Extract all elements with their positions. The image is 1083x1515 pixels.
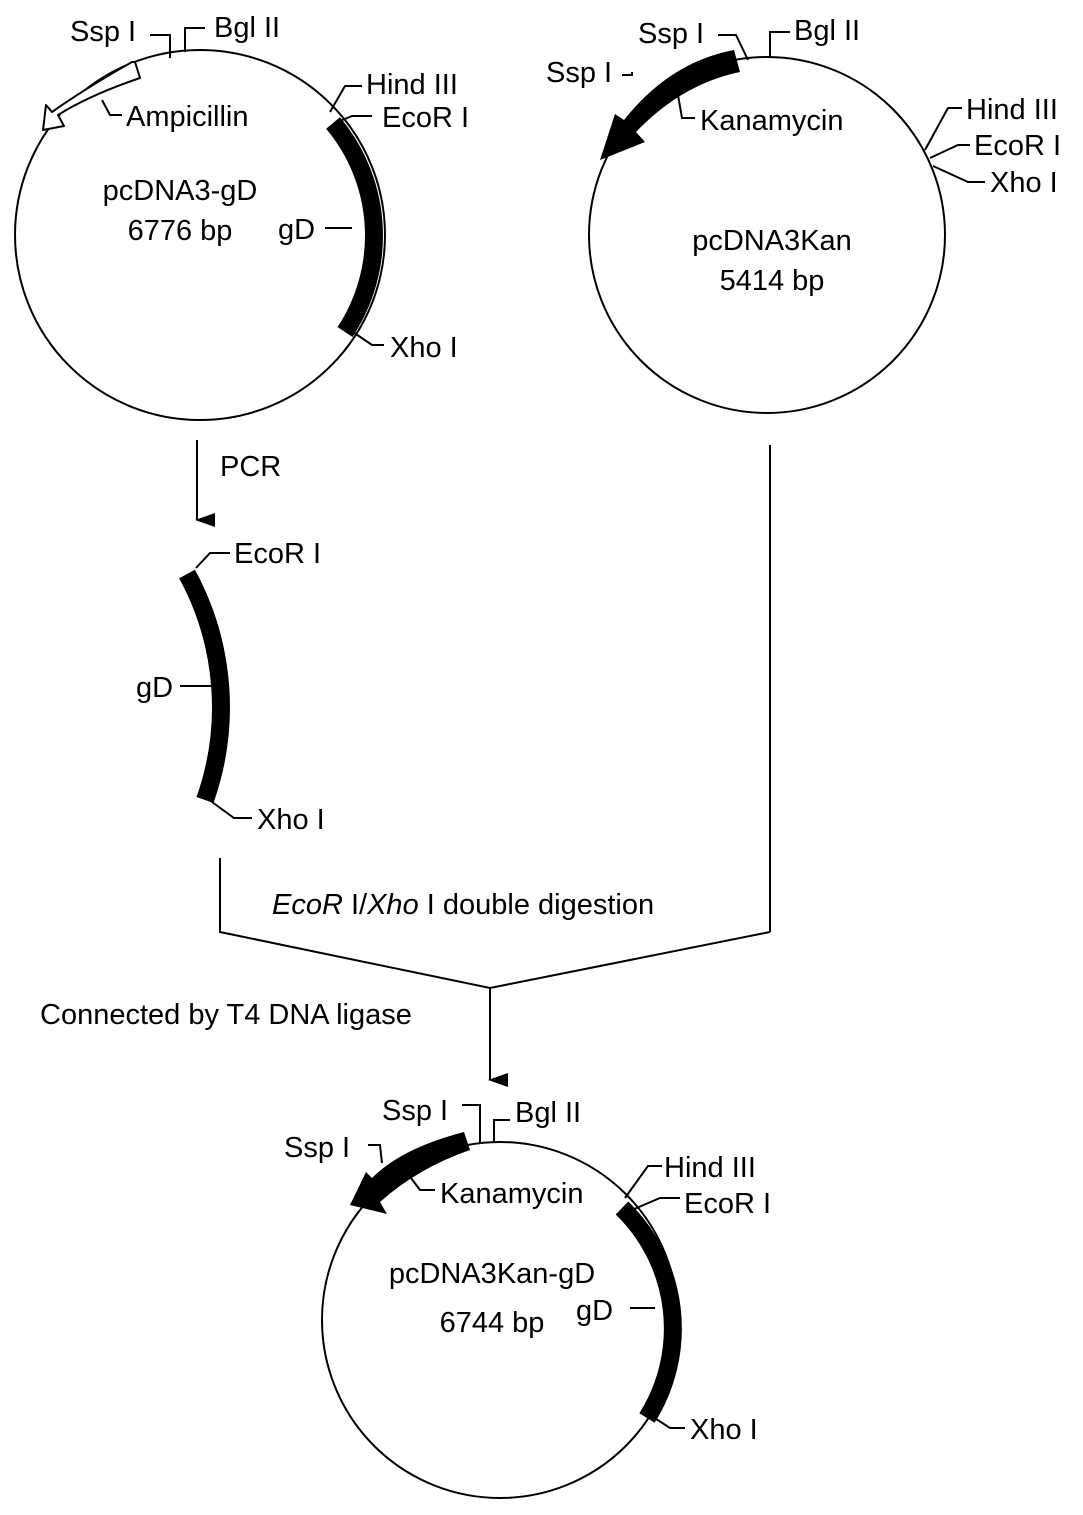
gene-label-kanamycin: Kanamycin — [440, 1178, 583, 1210]
site-label-xho: Xho I — [690, 1414, 758, 1446]
leader-bgl — [493, 1119, 510, 1142]
leader-ssp1 — [462, 1104, 481, 1143]
leader-xho — [349, 329, 384, 346]
leader-kan — [404, 1169, 435, 1191]
fragment-label-ecor: EcoR I — [234, 538, 321, 570]
gene-label-ampicillin: Ampicillin — [126, 101, 248, 133]
leader-bgl — [769, 31, 790, 57]
fragment-label-xho: Xho I — [257, 804, 325, 836]
plasmid-pcdna3-gd-circle — [14, 49, 386, 421]
site-label-ecor: EcoR I — [382, 102, 469, 134]
plasmid-size: 5414 bp — [720, 265, 825, 297]
plasmid-size: 6744 bp — [440, 1307, 545, 1339]
site-label-ecor: EcoR I — [974, 130, 1061, 162]
site-label-hind: Hind III — [366, 69, 458, 101]
digestion-label: EcoR I/Xho I double digestion — [272, 889, 654, 921]
site-label-ssp2: Ssp I — [284, 1132, 350, 1164]
plasmid-pcdna3kan-gd: Ssp I Bgl II Ssp I Kanamycin Hind III Ec… — [284, 1095, 771, 1499]
gd-fragment: EcoR I gD Xho I — [136, 538, 325, 836]
digestion-step: EcoR I/Xho I double digestion — [219, 858, 771, 990]
leader-kan — [677, 94, 695, 119]
ampicillin-gene-arrow — [42, 61, 141, 131]
leader-hind — [329, 85, 362, 113]
leader-amp — [101, 99, 122, 116]
site-label-xho: Xho I — [990, 167, 1058, 199]
site-label-bgl: Bgl II — [794, 15, 860, 47]
leader-bgl — [184, 27, 205, 52]
leader-hind — [924, 107, 962, 151]
leader-fragment-ecor — [195, 552, 230, 569]
leader-ssp1 — [718, 34, 749, 61]
kanamycin-gene-arrow — [600, 50, 740, 160]
leader-ecor — [929, 144, 970, 159]
site-label-hind: Hind III — [966, 94, 1058, 126]
leader-ssp2 — [368, 1144, 383, 1164]
plasmid-name: pcDNA3-gD — [103, 175, 258, 207]
kanamycin-gene-arrow — [350, 1132, 470, 1214]
site-label-ssp2: Ssp I — [546, 57, 612, 89]
digestion-label-rest: I double digestion — [419, 889, 654, 921]
leader-ssp2 — [622, 72, 633, 76]
digestion-label-i1: I/ — [343, 889, 368, 921]
gene-label-gd: gD — [278, 214, 315, 246]
gene-label-gd: gD — [576, 1295, 613, 1327]
plasmid-name: pcDNA3Kan-gD — [389, 1258, 595, 1290]
plasmid-pcdna3-gd: Ssp I Bgl II Hind III EcoR I Ampicillin … — [14, 12, 469, 421]
digestion-bracket — [219, 858, 771, 990]
plasmid-pcdna3kan: Ssp I Bgl II Ssp I Kanamycin Hind III Ec… — [546, 15, 1061, 414]
plasmid-name: pcDNA3Kan — [692, 225, 852, 257]
pcr-label: PCR — [220, 451, 281, 483]
leader-hind — [624, 1165, 662, 1199]
digestion-label-xho: Xho — [366, 889, 419, 921]
plasmid-size: 6776 bp — [128, 215, 233, 247]
ligation-step: Connected by T4 DNA ligase — [40, 988, 508, 1087]
gene-label-kanamycin: Kanamycin — [700, 105, 843, 137]
fragment-label-gd: gD — [136, 672, 173, 704]
leader-xho — [649, 1414, 685, 1429]
leader-fragment-xho — [211, 801, 252, 819]
gd-gene-arc — [615, 1201, 682, 1423]
plasmid-pcdna3kan-circle — [588, 56, 946, 414]
ligation-label: Connected by T4 DNA ligase — [40, 999, 412, 1031]
site-label-hind: Hind III — [664, 1152, 756, 1184]
leader-xho — [932, 165, 985, 183]
site-label-ssp: Ssp I — [70, 16, 136, 48]
leader-ecor — [337, 115, 372, 123]
gd-gene-arc — [326, 117, 383, 337]
site-label-xho: Xho I — [390, 332, 458, 364]
site-label-ssp1: Ssp I — [382, 1095, 448, 1127]
site-label-ssp1: Ssp I — [638, 18, 704, 50]
site-label-bgl: Bgl II — [214, 12, 280, 44]
leader-ssp — [150, 34, 171, 58]
pcr-step: PCR — [195, 440, 281, 527]
site-label-bgl: Bgl II — [515, 1097, 581, 1129]
site-label-ecor: EcoR I — [684, 1188, 771, 1220]
digestion-label-ecor: EcoR — [272, 889, 343, 921]
leader-ecor — [631, 1197, 680, 1211]
